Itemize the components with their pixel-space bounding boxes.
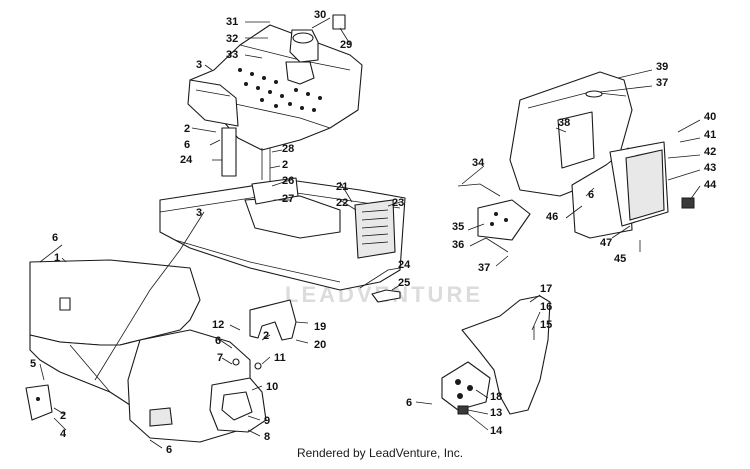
callout-labels: 30 31 32 33 29 3 2 6 24 28 2 26 27 21 22… [30,9,717,456]
callout-2-console: 2 [263,330,269,342]
side-bracket [371,289,401,303]
callout-39: 39 [656,61,668,73]
callout-42: 42 [704,146,716,158]
callout-6-fender: 6 [406,397,412,409]
callout-2-mid: 2 [282,159,288,171]
callout-46: 46 [546,211,558,223]
callout-10: 10 [266,381,278,393]
callout-24-right: 24 [398,259,411,271]
callout-44: 44 [704,179,717,191]
upper-floorboard [187,14,363,151]
callout-17: 17 [540,283,552,295]
callout-11: 11 [274,352,286,364]
callout-20: 20 [314,339,326,351]
callout-28: 28 [282,143,294,155]
callout-43: 43 [704,162,716,174]
callout-6-console: 6 [215,335,221,347]
storage-box [457,71,695,253]
callout-1: 1 [54,252,60,264]
callout-30: 30 [314,9,326,21]
callout-32: 32 [226,33,238,45]
callout-8: 8 [264,431,270,443]
callout-2-top: 2 [184,123,190,135]
callout-36: 36 [452,239,464,251]
rendered-by-footer: Rendered by LeadVenture, Inc. [296,446,464,460]
callout-26: 26 [282,175,294,187]
leader-lines [39,17,701,449]
callout-15: 15 [540,319,552,331]
callout-34: 34 [472,157,485,169]
callout-3-mid: 3 [196,207,202,219]
callout-41: 41 [704,129,716,141]
callout-7: 7 [217,352,223,364]
callout-38: 38 [558,117,570,129]
callout-13: 13 [490,407,502,419]
callout-29: 29 [340,39,352,51]
callout-18: 18 [490,391,502,403]
callout-31: 31 [226,16,238,28]
callout-45: 45 [614,253,626,265]
center-bracket [249,299,297,341]
callout-12: 12 [212,319,224,331]
callout-22: 22 [336,197,348,209]
callout-47: 47 [600,237,612,249]
callout-2-bottom: 2 [60,410,66,422]
callout-23: 23 [392,197,404,209]
callout-6-left: 6 [52,232,58,244]
callout-40: 40 [704,111,716,123]
callout-14: 14 [490,425,503,437]
left-bracket [221,127,237,177]
callout-24-top: 24 [180,154,193,166]
callout-37-top: 37 [656,77,668,89]
callout-6-top: 6 [184,139,190,151]
floorboard-holes [238,68,322,112]
callout-35: 35 [452,221,464,233]
callout-16: 16 [540,301,552,313]
fender [441,295,551,415]
callout-9: 9 [264,415,270,427]
callout-19: 19 [314,321,326,333]
callout-3-top: 3 [196,59,202,71]
floor-pan [159,177,406,291]
callout-21: 21 [336,181,348,193]
callout-25: 25 [398,277,410,289]
callout-27: 27 [282,193,294,205]
callout-6-right: 6 [588,189,594,201]
callout-37-bottom: 37 [478,262,490,274]
callout-4: 4 [60,428,67,440]
callout-33: 33 [226,49,238,61]
callout-5: 5 [30,358,36,370]
lower-console [127,329,267,443]
callout-6-bottom: 6 [166,444,172,456]
